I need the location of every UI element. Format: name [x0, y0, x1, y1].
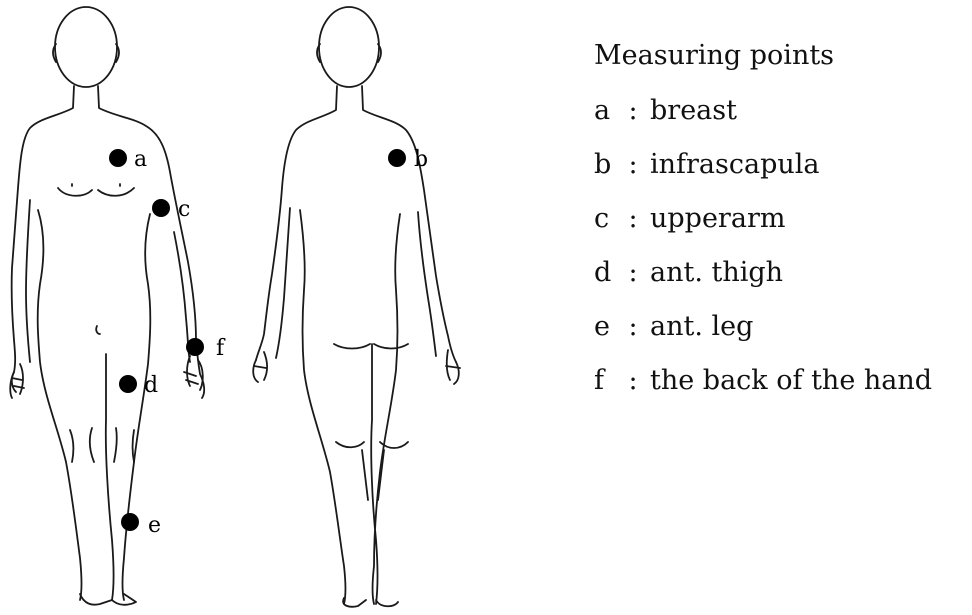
legend-separator: : — [616, 192, 650, 246]
front-knees — [70, 428, 134, 462]
legend-separator: : — [616, 84, 650, 138]
legend-item-f: f:the back of the hand — [594, 354, 932, 408]
front-feet — [80, 594, 136, 605]
legend-separator: : — [616, 138, 650, 192]
legend-separator: : — [616, 246, 650, 300]
marker-label-b: b — [414, 147, 428, 172]
marker-label-a: a — [134, 147, 147, 172]
front-body-outline — [10, 86, 204, 600]
legend-key: d — [594, 246, 616, 300]
front-head — [55, 7, 117, 87]
marker-label-f: f — [216, 336, 226, 361]
marker-label-c: c — [178, 197, 190, 222]
legend-label: ant. leg — [650, 311, 753, 342]
back-inner-arm-right — [418, 212, 436, 356]
front-inner-arm-left — [26, 200, 30, 362]
legend-separator: : — [616, 354, 650, 408]
legend-label: upperarm — [650, 203, 785, 234]
marker-dot-c — [152, 199, 170, 217]
legend-separator: : — [616, 300, 650, 354]
marker-dot-b — [388, 149, 406, 167]
legend-item-b: b:infrascapula — [594, 138, 932, 192]
legend-item-a: a:breast — [594, 84, 932, 138]
back-hand-left — [253, 352, 267, 382]
marker-dot-a — [109, 149, 127, 167]
legend-label: ant. thigh — [650, 257, 783, 288]
legend-title: Measuring points — [594, 34, 932, 84]
back-feet — [343, 598, 398, 607]
front-navel — [96, 326, 100, 334]
marker-dot-d — [119, 375, 137, 393]
back-figure — [253, 7, 460, 607]
legend-label: breast — [650, 95, 737, 126]
legend-key: e — [594, 300, 616, 354]
front-figure — [10, 7, 204, 605]
measuring-points-legend: Measuring points a:breast b:infrascapula… — [594, 34, 932, 408]
legend-label: the back of the hand — [650, 365, 932, 396]
front-bust-lines — [58, 188, 134, 196]
back-head — [319, 7, 379, 87]
marker-label-e: e — [148, 513, 161, 538]
marker-dot-f — [186, 338, 204, 356]
legend-item-e: e:ant. leg — [594, 300, 932, 354]
legend-key: a — [594, 84, 616, 138]
marker-dot-e — [121, 513, 139, 531]
legend-item-c: c:upperarm — [594, 192, 932, 246]
legend-key: f — [594, 354, 616, 408]
legend-key: c — [594, 192, 616, 246]
legend-item-d: d:ant. thigh — [594, 246, 932, 300]
marker-label-d: d — [144, 373, 158, 398]
legend-label: infrascapula — [650, 149, 820, 180]
legend-key: b — [594, 138, 616, 192]
